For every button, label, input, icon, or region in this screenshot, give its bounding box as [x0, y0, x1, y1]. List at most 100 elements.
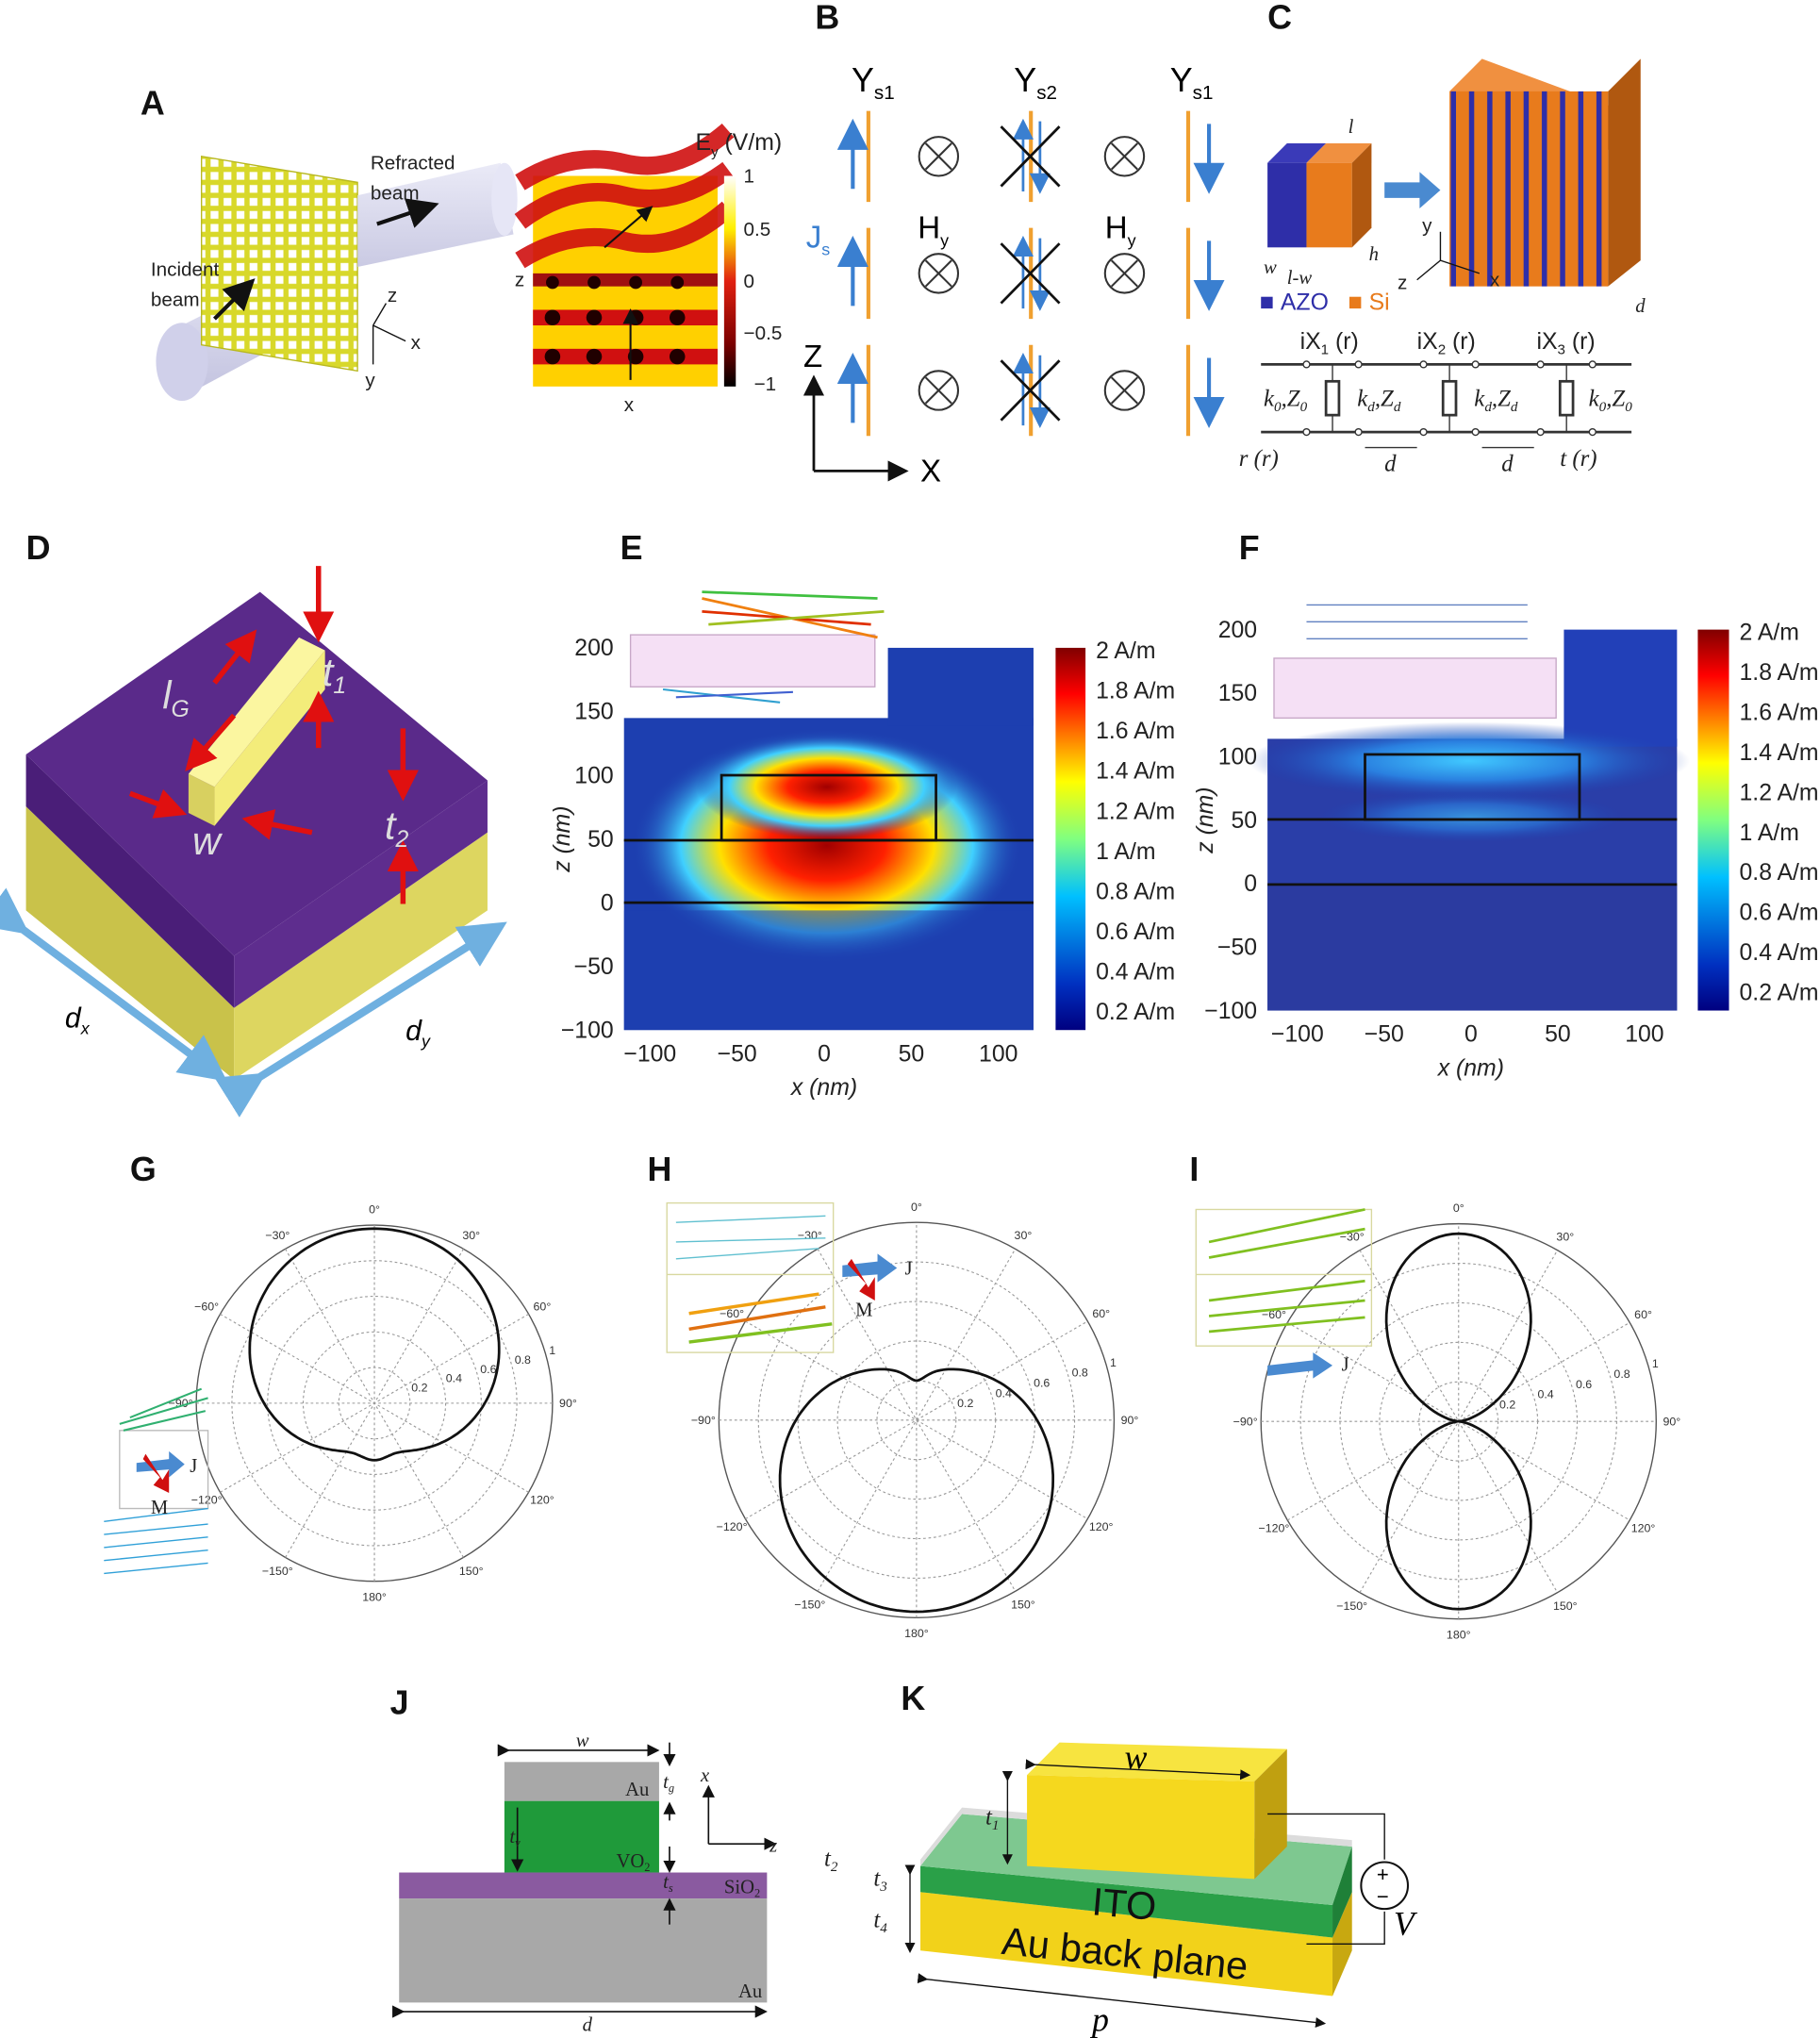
- polar-grid-ring: [267, 1295, 482, 1511]
- dim-w: w: [576, 1731, 589, 1751]
- dim-lg: lG: [162, 674, 189, 722]
- polar-plot-h: 0°30°60°90°120°150°180°−150°−120°−90°−60…: [691, 1201, 1139, 1640]
- y-tick-label: −50: [574, 954, 614, 980]
- dim-t2: t2: [385, 804, 409, 853]
- inset-f: [1273, 604, 1557, 720]
- polar-grid-ring: [302, 1331, 447, 1475]
- spacing-d: d: [1384, 451, 1397, 476]
- impedance-label: iX3 (r): [1536, 329, 1595, 358]
- incident-label: Incident: [151, 259, 220, 281]
- dim-tv: tv: [509, 1827, 521, 1849]
- field-into-page-icon: [1103, 370, 1146, 411]
- colorbar-tick-label: 1.4 A/m: [1740, 740, 1819, 766]
- colorbar-a-tick: 0.5: [744, 219, 771, 240]
- refracted-arrow: [376, 198, 439, 228]
- polar-radial-label: 0.6: [480, 1363, 496, 1376]
- colorbar-a-tick: −0.5: [744, 323, 783, 344]
- polar-angle-label: −150°: [794, 1599, 825, 1612]
- polar-angle-label: −60°: [720, 1307, 744, 1320]
- polar-angle-label: −30°: [265, 1229, 290, 1242]
- colorbar-f: [1697, 629, 1729, 1011]
- polar-angle-label: −90°: [691, 1414, 716, 1427]
- polar-angle-label: 0°: [369, 1203, 380, 1217]
- source-minus: −: [1377, 1885, 1389, 1909]
- colorbar-tick-label: 1 A/m: [1096, 839, 1155, 865]
- x-tick-label: 50: [899, 1041, 925, 1067]
- axis-z-j: z: [769, 1835, 777, 1856]
- coordinate-axes-a: [372, 303, 406, 365]
- y-tick-label: 200: [1218, 618, 1257, 643]
- opposing-currents-crossed: [1000, 235, 1061, 311]
- legend-swatch-azo: [1261, 296, 1273, 309]
- axis-z-c: z: [1398, 272, 1407, 293]
- opposing-currents-crossed: [1000, 118, 1061, 194]
- polar-angle-label: 150°: [1553, 1599, 1578, 1613]
- colorbar-tick-label: 1.2 A/m: [1096, 799, 1175, 824]
- panel-d: D lG t1 w t2 dx dy: [0, 529, 507, 1118]
- legend-si: Si: [1369, 290, 1390, 315]
- panel-label-g: G: [130, 1151, 157, 1188]
- polar-angle-label: −120°: [1259, 1521, 1290, 1534]
- incident-beam-end: [156, 323, 208, 401]
- panel-c: C l w l-w h d y z x AZO Si: [1239, 0, 1646, 476]
- polar-angle-label: 90°: [1121, 1414, 1139, 1427]
- current-label-j: J: [1342, 1354, 1349, 1375]
- refracted-label-2: beam: [371, 182, 420, 204]
- polar-radial-label: 0.2: [411, 1381, 427, 1394]
- sio2-layer: [399, 1872, 768, 1899]
- polar-radial-label: 0.6: [1034, 1376, 1050, 1389]
- polar-angle-label: 120°: [1089, 1520, 1114, 1533]
- colorbar-tick-label: 0.6 A/m: [1096, 920, 1175, 945]
- radiation-pattern-curve: [248, 1227, 501, 1462]
- field-map-f: [1248, 629, 1691, 1011]
- colorbar-tick-label: 2 A/m: [1096, 638, 1155, 664]
- inset-e: [629, 590, 885, 704]
- top-electrode-front: [1027, 1775, 1255, 1880]
- polar-radial-label: 0.8: [515, 1353, 531, 1367]
- dim-d: d: [583, 2015, 593, 2036]
- inset-h: J M: [666, 1201, 913, 1353]
- line-param: kd,Zd: [1357, 387, 1401, 416]
- polar-angle-label: 30°: [462, 1229, 480, 1242]
- colorbar-tick-label: 1 A/m: [1740, 820, 1799, 846]
- axis-x-j: x: [700, 1765, 710, 1786]
- polar-radial-label: 0.8: [1072, 1367, 1088, 1380]
- polar-angle-label: 60°: [1092, 1307, 1110, 1320]
- axis-z-b: Z: [803, 340, 822, 374]
- colorbar-tick-label: 2 A/m: [1740, 621, 1799, 646]
- map-axis-x: x: [624, 394, 635, 416]
- polar-radial-label: 1: [1652, 1357, 1659, 1370]
- dim-t1: t1: [323, 651, 346, 699]
- dim-t1-k: t1: [985, 1805, 999, 1834]
- x-tick-label: −50: [1365, 1022, 1404, 1048]
- admittance-label-ys2: Ys2: [1014, 61, 1057, 104]
- colorbar-a-tick: 1: [744, 165, 755, 187]
- refracted-beam: [357, 162, 514, 267]
- polar-radial-label: 0.6: [1576, 1378, 1592, 1391]
- x-tick-label: −100: [1271, 1022, 1324, 1048]
- polar-angle-label: 90°: [1663, 1415, 1680, 1428]
- au-backplane-front: [920, 1892, 1333, 1997]
- label-sio2: SiO2: [724, 1878, 760, 1900]
- magnetization-label-m: M: [151, 1498, 168, 1518]
- dim-h: h: [1369, 244, 1379, 265]
- polar-radial-label: 1: [549, 1344, 555, 1357]
- current-label-j: J: [904, 1258, 912, 1279]
- polar-radial-label: 0.2: [957, 1397, 973, 1410]
- opposing-currents-crossed: [1000, 352, 1061, 428]
- panel-a: A Refracted beam Incident beam z x y: [141, 85, 782, 416]
- polar-radial-label: 1: [1110, 1356, 1117, 1369]
- polar-angle-label: 0°: [911, 1201, 922, 1214]
- colorbar-tick-label: 0.2 A/m: [1740, 981, 1819, 1006]
- dimension-arrows-blue: [0, 887, 507, 1118]
- ey-field-map: [514, 123, 735, 387]
- y-tick-label: 0: [1244, 871, 1257, 897]
- stacked-array: [1449, 58, 1641, 287]
- polar-angle-label: 30°: [1015, 1229, 1033, 1242]
- line-param: kd,Zd: [1474, 387, 1518, 416]
- inset-g: J M: [104, 1387, 209, 1575]
- polar-angle-label: 30°: [1556, 1231, 1574, 1244]
- colorbar-a-title: Ey (V/m): [696, 130, 783, 160]
- axis-y-c: y: [1422, 215, 1432, 237]
- map-axis-z: z: [515, 270, 524, 291]
